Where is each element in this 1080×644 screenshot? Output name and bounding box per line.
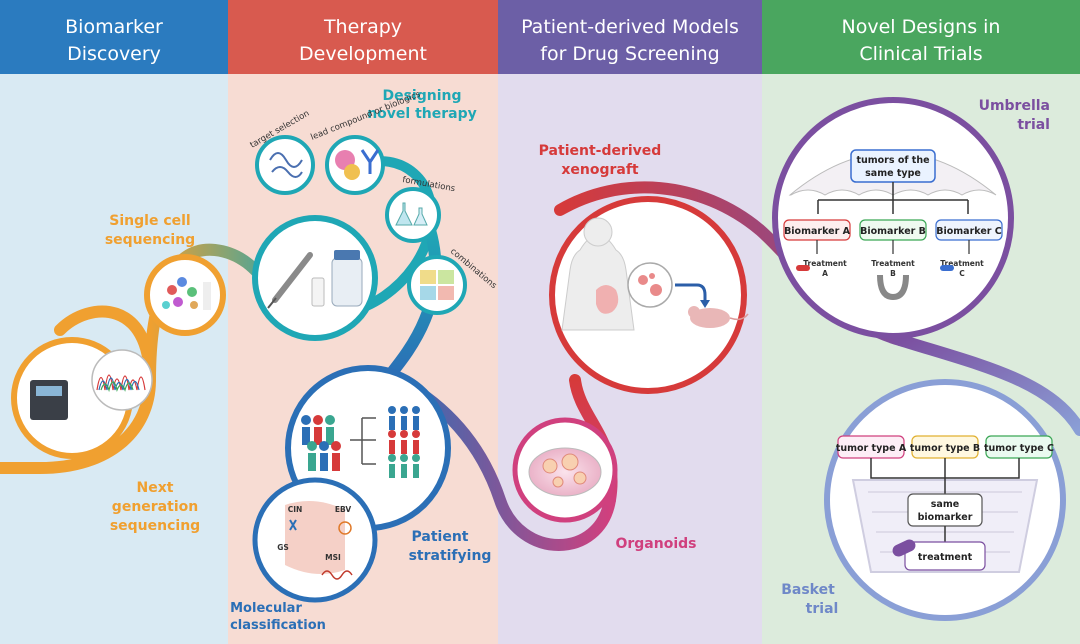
- subtype-gs: GS: [277, 543, 289, 552]
- header-models-line2: for Drug Screening: [540, 43, 719, 65]
- header-trials-line1: Novel Designs in: [842, 16, 1001, 38]
- header-models: Patient-derived Models for Drug Screenin…: [498, 0, 762, 74]
- puzzle-icon: [420, 270, 436, 284]
- treatment-c-line2: C: [959, 269, 965, 278]
- tumor-type-a-label: tumor type A: [836, 443, 907, 454]
- treatment-label: treatment: [918, 552, 973, 563]
- formulations-circle: [385, 187, 441, 243]
- transfer-arrow: [675, 283, 707, 303]
- label-basket-line2: trial: [806, 601, 839, 617]
- lead-compound-circle: [325, 135, 385, 195]
- subtype-msi: MSI: [325, 553, 341, 562]
- therapy-main-circle: [252, 215, 378, 341]
- capsule-icon: [892, 539, 916, 557]
- same-biomarker-line2: biomarker: [918, 512, 973, 523]
- treatment-a-line2: A: [822, 269, 828, 278]
- label-xenograft-line1: Patient-derived: [539, 143, 662, 159]
- biomarker-b-label: Biomarker B: [860, 226, 926, 237]
- stratified-groups-icon: [388, 406, 420, 478]
- label-single-cell-line2: sequencing: [105, 232, 195, 248]
- label-ngs-line2: generation: [112, 499, 198, 515]
- header-models-line1: Patient-derived Models: [521, 16, 739, 38]
- umbrella-handle-icon: [877, 274, 909, 301]
- treatment-c-line1: Treatment: [940, 259, 984, 268]
- biomarker-arrows: [816, 240, 970, 254]
- umbrella-trial-circle: tumors of the same type Biomarker A Biom…: [772, 97, 1014, 339]
- header-biomarker-line1: Biomarker: [65, 16, 163, 38]
- subtype-cin: CIN: [288, 505, 303, 514]
- virus-icon: [338, 521, 352, 535]
- header-trials-line2: Clinical Trials: [859, 43, 982, 65]
- protein-structure-icon: [269, 152, 303, 178]
- header-therapy-line2: Development: [299, 43, 427, 65]
- molecular-circle: CIN EBV GS MSI: [252, 477, 378, 603]
- subtype-ebv: EBV: [335, 505, 352, 514]
- label-molecular-line2: classification: [230, 618, 326, 633]
- tumor-type-b-label: tumor type B: [910, 443, 980, 454]
- patient-crowd-icon: [301, 415, 341, 471]
- treatment-a-line1: Treatment: [803, 259, 847, 268]
- ribbon-segment-teal-blue: [384, 224, 442, 381]
- pill-bottle-icon: [331, 257, 363, 307]
- dna-icon: [321, 570, 353, 580]
- label-basket-line1: Basket: [781, 582, 835, 598]
- vial-icon: [311, 277, 325, 307]
- label-organoids: Organoids: [615, 536, 696, 552]
- treatment-b-line2: B: [890, 269, 896, 278]
- biomarker-a-label: Biomarker A: [784, 226, 851, 237]
- syringe-icon: [272, 252, 313, 303]
- ribbon-segment-purple-periwinkle: [894, 334, 1080, 436]
- header-trials: Novel Designs in Clinical Trials: [762, 0, 1080, 74]
- target-selection-circle: [255, 135, 315, 195]
- tumor-magnifier: [627, 262, 673, 308]
- pill-a-icon: [796, 265, 810, 271]
- organoid-icon: [542, 458, 558, 474]
- header-therapy-line1: Therapy: [323, 16, 402, 38]
- flask-icon: [395, 202, 413, 226]
- label-umbrella-line2: trial: [1017, 117, 1050, 133]
- label-ngs-line1: Next: [137, 480, 174, 496]
- chromatogram-magnifier: [91, 349, 153, 411]
- combinations-circle: [407, 255, 467, 315]
- label-designing-line2: novel therapy: [367, 106, 477, 122]
- basket-trial-circle: tumor type A tumor type B tumor type C s…: [824, 379, 1066, 621]
- header-biomarker-line2: Discovery: [67, 43, 161, 65]
- antibody-icon: [360, 149, 380, 174]
- basket-merge-lines: [870, 458, 1020, 498]
- organoids-circle: [512, 417, 618, 523]
- chromatogram-peaks: [96, 374, 146, 391]
- header-therapy: Therapy Development: [228, 0, 498, 74]
- treatment-b-line1: Treatment: [871, 259, 915, 268]
- stomach-icon: [596, 285, 619, 314]
- treatment-box: [904, 541, 986, 571]
- same-biomarker-line1: same: [931, 499, 959, 510]
- chromosome-icon: [289, 519, 297, 531]
- label-xenograft-line2: xenograft: [561, 162, 639, 178]
- tumor-type-c-label: tumor type C: [984, 443, 1054, 454]
- label-stratifying-line1: Patient: [412, 529, 469, 545]
- label-ngs-line3: sequencing: [110, 518, 200, 534]
- biomarker-c-label: Biomarker C: [936, 226, 1002, 237]
- label-designing-line1: Designing: [382, 88, 461, 104]
- label-single-cell-line1: Single cell: [109, 213, 190, 229]
- label-stratifying-line2: stratifying: [409, 548, 492, 564]
- single-cell-circle: [144, 254, 226, 336]
- umbrella-top-line1: tumors of the: [856, 155, 929, 166]
- label-molecular-line1: Molecular: [230, 601, 302, 616]
- umap-cluster-plot: [162, 277, 211, 310]
- label-umbrella-line1: Umbrella: [979, 98, 1050, 114]
- header-biomarker: Biomarker Discovery: [0, 0, 228, 74]
- stomach-tissue-icon: [285, 501, 345, 574]
- umbrella-top-line2: same type: [865, 168, 921, 179]
- pill-c-icon: [940, 265, 954, 271]
- stratify-arrows: [350, 417, 376, 465]
- xenograft-circle: [549, 196, 749, 394]
- umbrella-branch-lines: [817, 182, 969, 214]
- mouse-icon: [690, 308, 730, 328]
- ngs-circle: [11, 337, 153, 459]
